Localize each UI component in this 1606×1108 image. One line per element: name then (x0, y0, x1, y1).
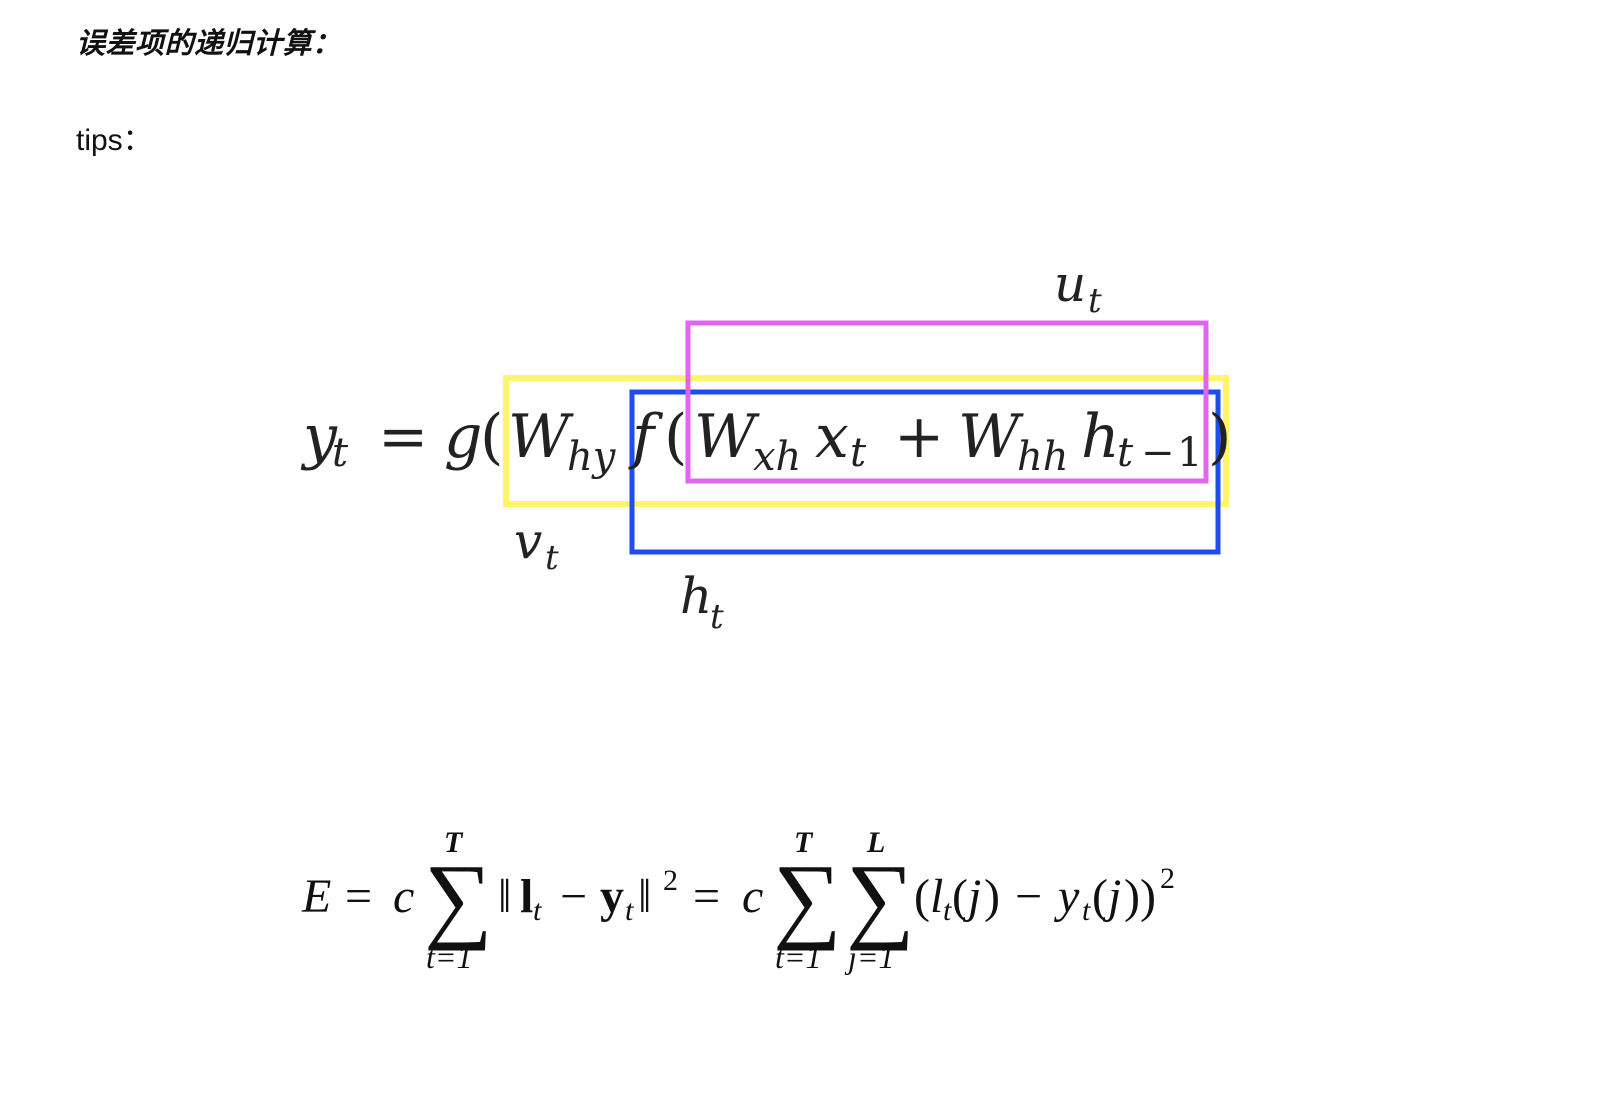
label-h-t: h t (680, 567, 724, 637)
svg-text:t: t (710, 597, 724, 637)
svg-text:1: 1 (1177, 430, 1202, 476)
svg-text:c: c (742, 870, 763, 923)
h-box (629, 389, 1221, 555)
svg-text:t: t (533, 894, 542, 927)
label-v-t: v t (514, 512, 559, 578)
svg-text:(: ( (914, 870, 930, 923)
svg-text:=: = (378, 402, 428, 472)
svg-text:−: − (1015, 870, 1042, 923)
svg-text:(: ( (952, 870, 968, 923)
svg-text:T: T (794, 826, 814, 859)
svg-text:j=1: j=1 (844, 939, 894, 975)
svg-text:hy: hy (567, 434, 617, 480)
svg-text:t: t (1082, 894, 1091, 927)
svg-text:E: E (301, 870, 331, 923)
section-heading: 误差项的递归计算： (76, 26, 342, 60)
svg-text:=: = (345, 870, 372, 923)
svg-text:): ) (984, 870, 1000, 923)
svg-text:t: t (850, 430, 867, 476)
svg-text:2: 2 (1160, 862, 1175, 895)
svg-text:t: t (1088, 281, 1102, 321)
svg-text:): ) (1208, 402, 1231, 472)
svg-text:f: f (628, 402, 664, 472)
svg-text:l: l (930, 870, 943, 923)
svg-text:x: x (815, 402, 849, 472)
v-box (503, 375, 1229, 507)
svg-text:‖: ‖ (498, 870, 511, 923)
svg-text:L: L (866, 826, 885, 859)
svg-text:v: v (514, 512, 542, 570)
svg-text:u: u (1054, 255, 1086, 313)
svg-text:t: t (943, 894, 952, 927)
label-u-t: u t (1054, 255, 1102, 321)
svg-text:h: h (1081, 402, 1120, 472)
u-box (685, 320, 1209, 484)
svg-text:hh: hh (1017, 434, 1069, 480)
svg-text:h: h (680, 567, 712, 625)
svg-text:t: t (625, 894, 634, 927)
svg-text:−: − (1141, 430, 1175, 476)
svg-text:‖: ‖ (638, 870, 651, 923)
svg-text:xh: xh (753, 434, 801, 480)
svg-text:l: l (520, 870, 533, 923)
svg-text:t: t (545, 538, 559, 578)
svg-text:T: T (444, 826, 464, 859)
svg-text:2: 2 (663, 864, 678, 897)
svg-text:∑: ∑ (846, 844, 914, 951)
loss-equation: E = c T ∑ t=1 ‖ l t − y t ‖ 2 = c T ∑ t=… (301, 826, 1175, 975)
svg-text:(: ( (664, 402, 687, 472)
svg-text:t: t (332, 430, 349, 476)
svg-text:t: t (1117, 430, 1134, 476)
svg-text:∑: ∑ (773, 844, 841, 951)
svg-text:t=1: t=1 (426, 939, 472, 975)
svg-text:W: W (958, 402, 1024, 472)
svg-text:g: g (444, 402, 482, 472)
svg-text:y: y (600, 870, 624, 923)
svg-text:t=1: t=1 (775, 939, 821, 975)
svg-text:=: = (693, 870, 720, 923)
svg-text:y: y (300, 402, 338, 472)
svg-text:)): )) (1124, 870, 1156, 923)
svg-text:(: ( (1092, 870, 1108, 923)
tips-label: tips： (76, 124, 153, 157)
rnn-equation: y t = g ( W hy f ( W xh x t + W hh h t −… (300, 402, 1231, 480)
svg-text:∑: ∑ (424, 844, 492, 951)
svg-text:W: W (694, 402, 760, 472)
svg-text:c: c (393, 870, 414, 923)
svg-text:W: W (508, 402, 574, 472)
svg-text:y: y (1053, 870, 1080, 923)
svg-text:−: − (560, 870, 587, 923)
svg-text:+: + (894, 402, 944, 472)
svg-text:(: ( (480, 402, 503, 472)
